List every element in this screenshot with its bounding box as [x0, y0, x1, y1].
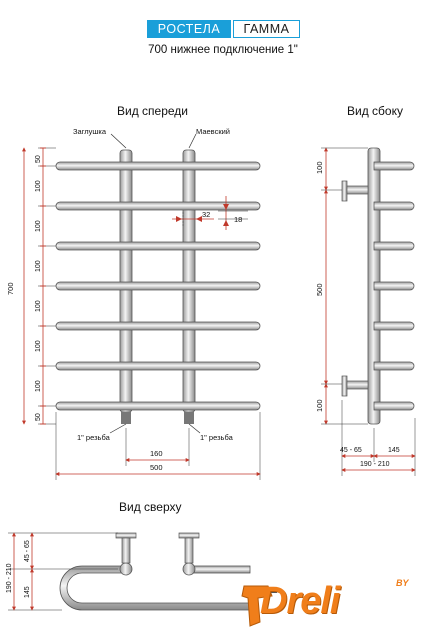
- side-dim-middle: 500: [315, 283, 324, 296]
- front-vdim-label-8: 50: [35, 413, 42, 421]
- front-bar-1: [55, 161, 261, 171]
- front-bar-3: [55, 241, 261, 251]
- top-dim-total: 190 - 210: [6, 563, 13, 593]
- top-view-title: Вид сверху: [119, 500, 182, 514]
- side-bar-6: [373, 361, 415, 371]
- right-thread-stub: [184, 412, 194, 424]
- top-bracket-left: [115, 532, 137, 564]
- front-vdim-label-3: 100: [35, 220, 42, 232]
- drill-icon: [241, 585, 277, 627]
- side-bracket-top: [341, 180, 369, 202]
- top-right-riser: [182, 562, 196, 576]
- logo-word: Dreli: [260, 580, 340, 622]
- front-bar-6: [55, 361, 261, 371]
- dim-total-width: 500: [150, 463, 163, 472]
- dreli-logo: Dreli BY: [238, 574, 438, 636]
- top-view: 190 - 210 45 - 65 145: [6, 532, 251, 611]
- side-bracket-bottom: [341, 375, 369, 397]
- model-name-box: ГАММА: [233, 20, 300, 38]
- dim-axis-distance: 160: [150, 449, 163, 458]
- front-bars: [55, 161, 261, 411]
- dim-total-height: 700: [6, 282, 15, 295]
- side-dim-bottom: 100: [315, 399, 324, 412]
- side-dim-offset: 45 - 65: [340, 447, 362, 454]
- front-view-title: Вид спереди: [117, 104, 189, 118]
- left-riser: [119, 149, 133, 413]
- side-dim-depth: 145: [388, 447, 400, 454]
- side-bar-7: [373, 401, 415, 411]
- front-vdim-label-1: 50: [35, 155, 42, 163]
- top-bracket-right: [178, 532, 200, 564]
- side-bar-5: [373, 321, 415, 331]
- front-vdim-label-6: 100: [35, 340, 42, 352]
- left-thread-stub: [121, 412, 131, 424]
- right-riser: [182, 149, 196, 413]
- front-bar-4: [55, 281, 261, 291]
- side-view: 100 500 100 45 - 65 145 190 - 210: [315, 147, 416, 476]
- label-valve: Маевский: [196, 127, 230, 136]
- front-bar-5: [55, 321, 261, 331]
- label-plug: Заглушка: [73, 127, 107, 136]
- top-dim-offset: 45 - 65: [24, 540, 31, 562]
- front-view: Заглушка Маевский 1" резьба 1" резьба 50…: [6, 127, 261, 480]
- side-view-title: Вид сбоку: [347, 104, 403, 118]
- dim-pipe-offset: 32: [202, 210, 210, 219]
- side-bar-4: [373, 281, 415, 291]
- front-vertical-dimensions: 50 100 100 100 100 100 100 50: [35, 147, 56, 425]
- front-bar-7: [55, 401, 261, 411]
- side-bar-2: [373, 201, 415, 211]
- side-bar-1: [373, 161, 415, 171]
- label-thread-right: 1" резьба: [200, 433, 234, 442]
- top-dim-depth: 145: [24, 586, 31, 598]
- front-vdim-label-5: 100: [35, 300, 42, 312]
- logo-suffix: BY: [396, 578, 409, 588]
- brand-name-box: РОСТЕЛА: [147, 20, 231, 38]
- front-vdim-label-2: 100: [35, 180, 42, 192]
- dim-pipe-diameter: 18: [234, 215, 242, 224]
- top-right-bar: [187, 565, 251, 574]
- top-left-riser: [119, 562, 133, 576]
- subtitle: 700 нижнее подключение 1": [148, 44, 298, 56]
- side-bar-profiles: [373, 161, 415, 411]
- top-bar-u: [59, 565, 251, 611]
- side-bar-3: [373, 241, 415, 251]
- front-vdim-label-4: 100: [35, 260, 42, 272]
- side-dim-top: 100: [315, 161, 324, 174]
- front-bar-2: [55, 201, 261, 211]
- front-vdim-label-7: 100: [35, 380, 42, 392]
- label-thread-left: 1" резьба: [77, 433, 111, 442]
- side-dim-total-depth: 190 - 210: [360, 461, 390, 468]
